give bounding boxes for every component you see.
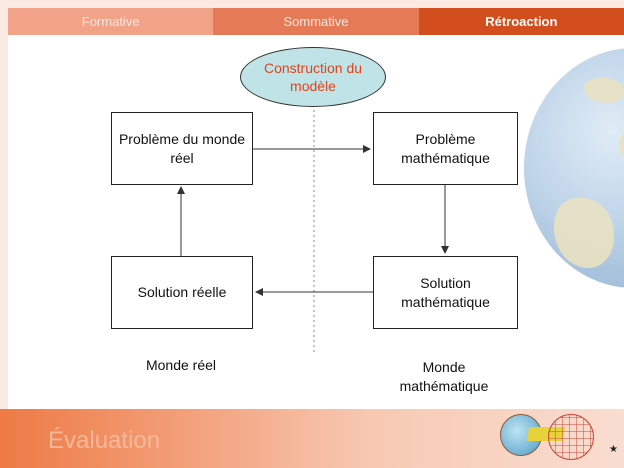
real-world-problem-box: Problème du monde réel	[111, 112, 253, 185]
tab-retroaction[interactable]: Rétroaction	[418, 8, 624, 35]
model-construction-cloud: Construction du modèle	[240, 47, 386, 107]
math-world-label: Monde mathématique	[399, 359, 489, 394]
math-solution-box: Solution mathématique	[373, 256, 518, 329]
grid-globe-icon	[548, 414, 594, 460]
footer-title: Évaluation	[48, 427, 161, 454]
tab-sommative[interactable]: Sommative	[213, 8, 419, 35]
real-solution-box: Solution réelle	[111, 256, 253, 329]
tab-bar: Formative Sommative Rétroaction	[8, 8, 624, 35]
real-world-label: Monde réel	[145, 357, 217, 373]
math-problem-box: Problème mathématique	[373, 112, 518, 185]
tab-formative[interactable]: Formative	[8, 8, 214, 35]
star-icon: ★	[609, 444, 618, 455]
